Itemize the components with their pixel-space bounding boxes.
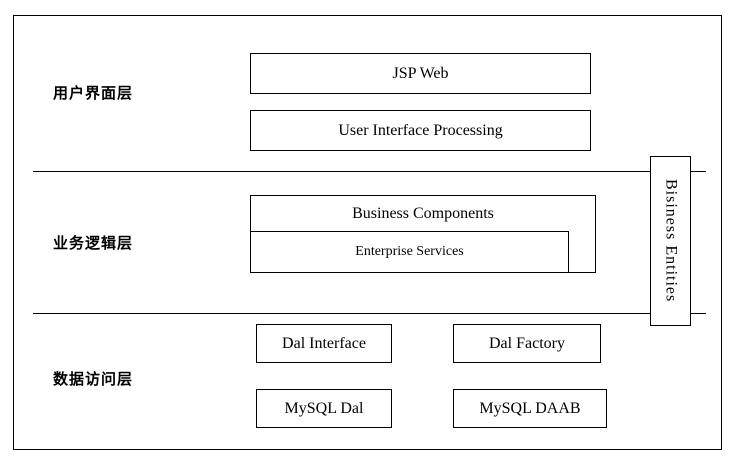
jsp-web-box: JSP Web <box>250 53 591 94</box>
business-entities-box: Bisiness Entities <box>650 156 691 326</box>
mysql-daab-box: MySQL DAAB <box>453 389 607 428</box>
layer-label-data: 数据访问层 <box>53 370 134 388</box>
divider-ui-business <box>33 171 706 172</box>
ui-processing-box: User Interface Processing <box>250 110 591 151</box>
business-entities-label: Bisiness Entities <box>662 179 680 303</box>
layer-label-business: 业务逻辑层 <box>53 234 134 252</box>
dal-factory-box: Dal Factory <box>453 324 601 363</box>
dal-interface-box: Dal Interface <box>256 324 392 363</box>
enterprise-services-box: Enterprise Services <box>250 231 569 273</box>
mysql-dal-box: MySQL Dal <box>256 389 392 428</box>
business-components-label: Business Components <box>352 205 494 222</box>
diagram-frame <box>13 15 722 450</box>
divider-business-data <box>33 313 706 314</box>
layer-label-ui: 用户界面层 <box>53 84 134 102</box>
